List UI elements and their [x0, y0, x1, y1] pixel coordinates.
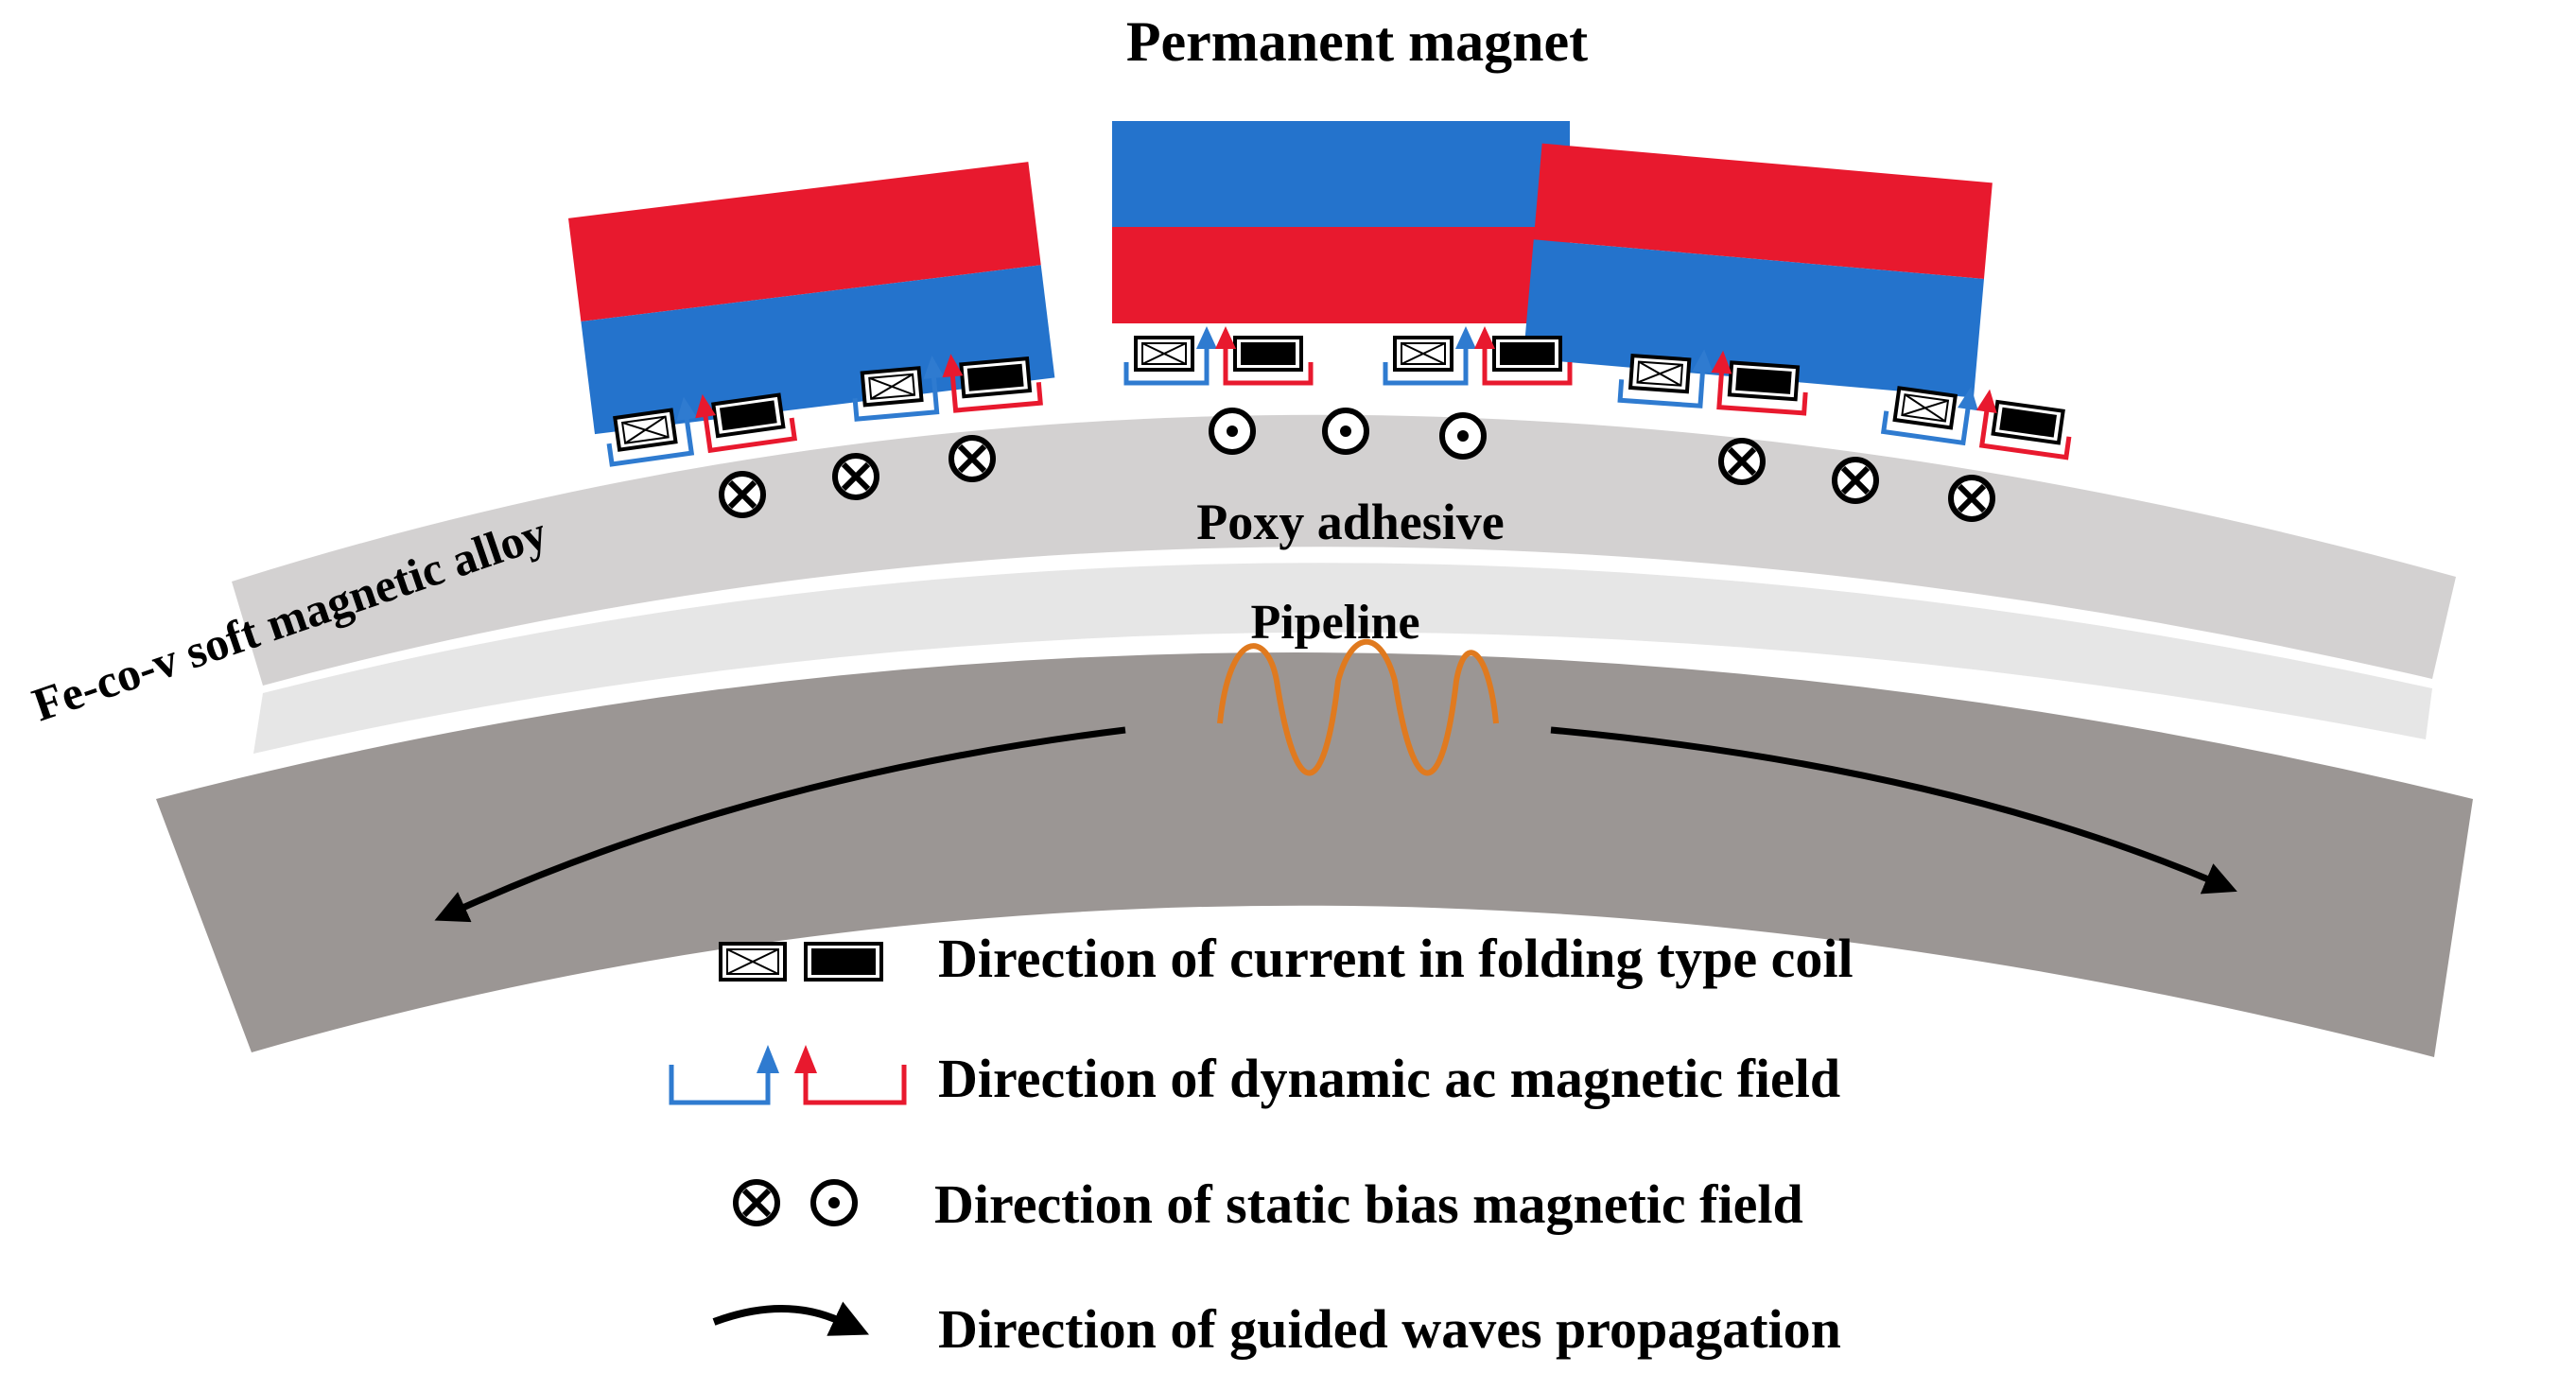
permanent-magnet-label: Permanent magnet [1126, 10, 1588, 73]
curved-arrow-icon [712, 1301, 870, 1336]
circle-cross-icon [1951, 478, 1993, 519]
legend-static-symbols [736, 1182, 855, 1224]
circle-dot-icon [1211, 410, 1253, 452]
circle-dot-icon [813, 1182, 855, 1224]
right-propagation-arrow [1550, 726, 2237, 895]
guided-wave [1217, 638, 1499, 776]
fecov-alloy-layer [232, 414, 2456, 686]
legend-dynamic-text: Direction of dynamic ac magnetic field [938, 1048, 1840, 1109]
legend-current-text: Direction of current in folding type coi… [938, 928, 1854, 989]
circle-cross-icon [1835, 460, 1876, 501]
coil-unit [1126, 326, 1311, 383]
circle-dot-icon [1325, 410, 1366, 452]
pipeline-label: Pipeline [1250, 596, 1419, 650]
left-propagation-arrow [434, 726, 1126, 923]
legend-field-arrows-icon [669, 1045, 907, 1105]
crossed-box-icon [719, 942, 787, 982]
legend-current-symbols [719, 942, 883, 982]
circle-dot-icon [1442, 415, 1484, 457]
poxy-adhesive-layer [253, 563, 2432, 754]
circle-cross-icon [736, 1182, 777, 1224]
legend-static-text: Direction of static bias magnetic field [934, 1173, 1803, 1235]
filled-box-icon [804, 942, 883, 982]
circle-cross-icon [722, 474, 763, 515]
legend-guided-text: Direction of guided waves propagation [938, 1298, 1841, 1360]
legend: Direction of current in folding type coi… [669, 928, 1854, 1360]
circle-cross-icon [1721, 441, 1763, 482]
circle-cross-icon [951, 438, 993, 479]
pipeline-body [156, 652, 2473, 1057]
poxy-adhesive-label: Poxy adhesive [1196, 494, 1505, 550]
center-permanent-magnet [1112, 121, 1570, 323]
circle-cross-icon [835, 456, 877, 497]
right-permanent-magnet [1523, 143, 1993, 398]
